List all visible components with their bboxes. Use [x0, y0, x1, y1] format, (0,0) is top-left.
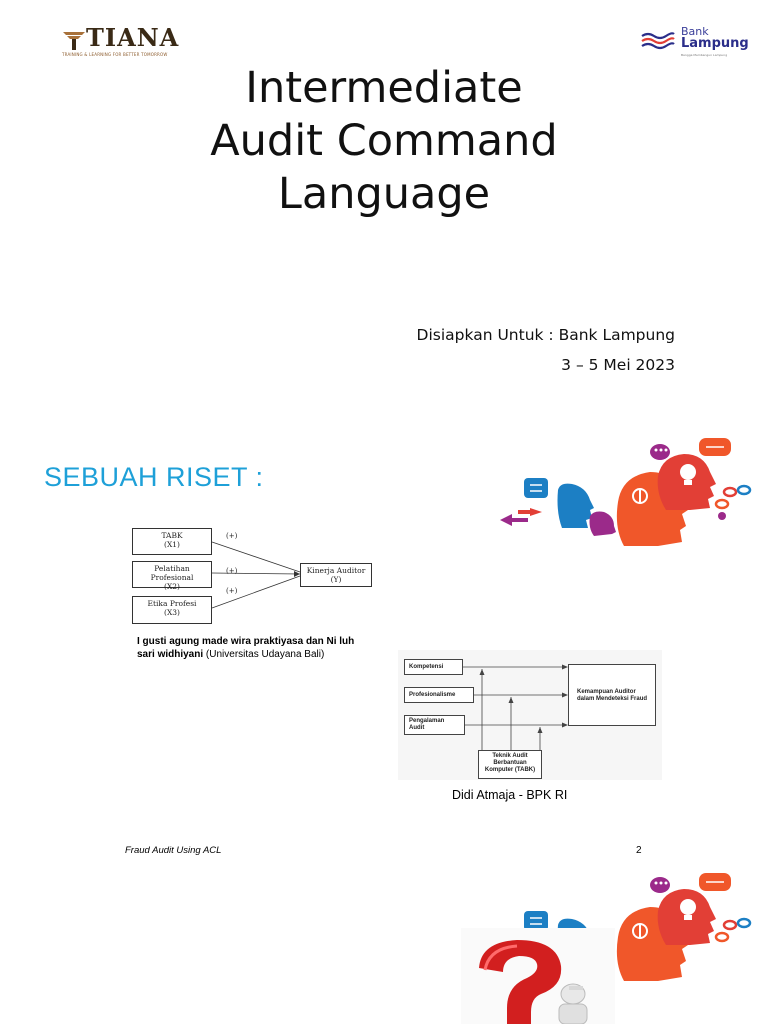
page-number: 2: [636, 845, 642, 856]
tiana-tagline: TRAINING & LEARNING FOR BETTER TOMORROW: [62, 52, 168, 57]
moderator-line-2: Berbantuan: [493, 760, 527, 766]
variable-box-x2: Pelatihan Profesional (X2): [132, 561, 212, 591]
x1-label: TABK: [161, 531, 183, 540]
research-model-diagram-2: Kompetensi Profesionalisme Pengalaman Au…: [398, 650, 662, 780]
slide-title: Intermediate Audit Command Language: [120, 62, 648, 221]
event-dates: 3 – 5 Mei 2023: [561, 356, 675, 374]
x3-label: Etika Profesi: [147, 599, 197, 608]
caption-1-authors: I gusti agung made wira praktiyasa dan N…: [137, 636, 355, 660]
moderator-line-1: Teknik Audit: [492, 753, 528, 759]
diagram-2-caption: Didi Atmaja - BPK RI: [452, 788, 568, 802]
research-model-diagram-1: TABK (X1) Pelatihan Profesional (X2) Eti…: [130, 524, 376, 626]
pengalaman-label: Pengalaman: [409, 718, 445, 724]
moderator-line-3: Komputer (TABK): [484, 767, 536, 773]
variable-box-x1: TABK (X1): [132, 528, 212, 555]
y-code: (Y): [330, 575, 342, 584]
x2-label: Pelatihan Profesional: [150, 564, 194, 582]
bank-wordmark-line2: Lampung: [681, 36, 749, 51]
diagram-2-arrows: [463, 664, 568, 750]
title-line-2: Audit Command: [210, 116, 558, 166]
sign-x1: (+): [226, 532, 238, 540]
tiana-wordmark: TIANA: [86, 23, 180, 52]
title-line-1: Intermediate: [245, 63, 523, 113]
diagram-1-caption: I gusti agung made wira praktiyasa dan N…: [137, 635, 367, 661]
y-label: Kinerja Auditor: [306, 566, 366, 575]
variable-box-x3: Etika Profesi (X3): [132, 596, 212, 624]
variable-box-y: Kinerja Auditor (Y): [300, 563, 372, 587]
question-mark-figure-image: [461, 928, 615, 1024]
x1-code: (X1): [164, 540, 180, 549]
bank-tagline: Bangga Membangun Lampung: [681, 53, 728, 57]
caption-1-affiliation: (Universitas Udayana Bali): [203, 649, 325, 660]
prepared-for: Disiapkan Untuk : Bank Lampung: [416, 326, 675, 344]
audit-label: Audit: [409, 725, 425, 731]
d2-box-profesionalisme: Profesionalisme: [404, 687, 474, 703]
title-line-3: Language: [277, 169, 491, 219]
target-line-2: dalam Mendeteksi Fraud: [577, 696, 648, 702]
prepared-for-block: Disiapkan Untuk : Bank Lampung 3 – 5 Mei…: [330, 320, 675, 380]
d2-box-pengalaman: Pengalaman Audit: [404, 715, 465, 735]
target-line-1: Kemampuan Auditor: [577, 689, 636, 695]
tiana-logo: TIANA TRAINING & LEARNING FOR BETTER TOM…: [62, 24, 182, 60]
tiana-arch-icon: [63, 32, 85, 50]
diagram-1-arrows: [211, 541, 301, 609]
d2-box-kompetensi: Kompetensi: [404, 659, 463, 675]
bank-wordmark-line1: Bank: [681, 25, 709, 38]
d2-box-target: Kemampuan Auditor dalam Mendeteksi Fraud: [568, 664, 656, 726]
kompetensi-label: Kompetensi: [409, 664, 444, 670]
sign-x3: (+): [226, 587, 238, 595]
bank-lampung-logo: Bank Lampung Bangga Membangun Lampung: [640, 26, 750, 60]
sign-x2: (+): [226, 567, 238, 575]
x2-code: (X2): [164, 582, 180, 591]
bank-lampung-wave-icon: [641, 32, 675, 50]
d2-box-moderator: Teknik Audit Berbantuan Komputer (TABK): [478, 750, 542, 779]
profesionalisme-label: Profesionalisme: [409, 692, 456, 698]
x3-code: (X3): [164, 608, 180, 617]
question-mark-icon: [479, 940, 588, 1024]
thinking-heads-illustration: [500, 438, 752, 546]
footer-title: Fraud Audit Using ACL: [125, 845, 222, 856]
section-heading: SEBUAH RISET :: [44, 462, 264, 492]
